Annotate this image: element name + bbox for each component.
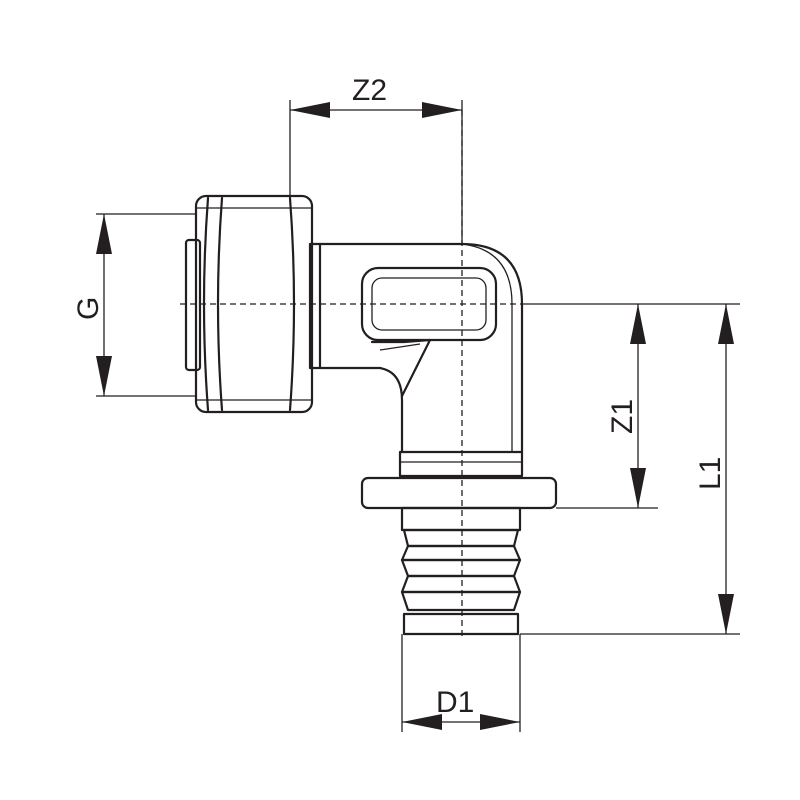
pipe-spigot: [400, 506, 522, 636]
elbow-body: [318, 242, 524, 478]
flange: [360, 476, 558, 510]
d1-dimension: D1: [401, 634, 521, 732]
z1-dimension: Z1: [522, 303, 658, 509]
z2-label: Z2: [352, 74, 387, 107]
z2-dimension: Z2: [289, 74, 463, 244]
g-label: G: [72, 297, 105, 320]
center-lines: [180, 110, 522, 640]
l1-dimension: L1: [520, 303, 740, 635]
d1-label: D1: [436, 686, 474, 719]
z1-label: Z1: [606, 399, 639, 434]
g-dimension: G: [72, 213, 196, 397]
l1-label: L1: [694, 457, 727, 490]
